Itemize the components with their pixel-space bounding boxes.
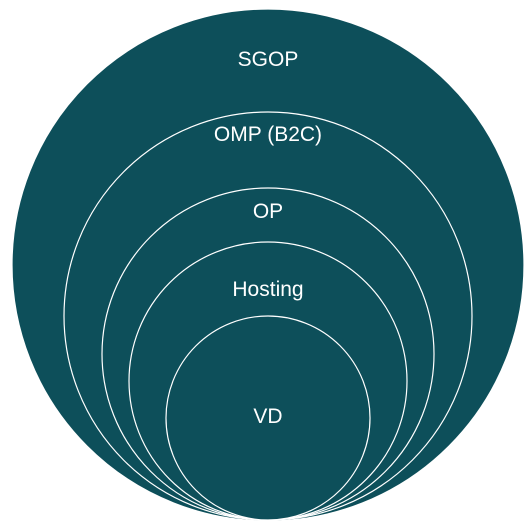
ring-label-omp-b2c: OMP (B2C)	[214, 123, 322, 146]
ring-vd	[165, 315, 371, 521]
ring-label-hosting: Hosting	[232, 278, 303, 301]
ring-label-sgop: SGOP	[238, 48, 299, 71]
ring-label-op: OP	[253, 200, 283, 223]
ring-label-vd: VD	[253, 405, 282, 428]
